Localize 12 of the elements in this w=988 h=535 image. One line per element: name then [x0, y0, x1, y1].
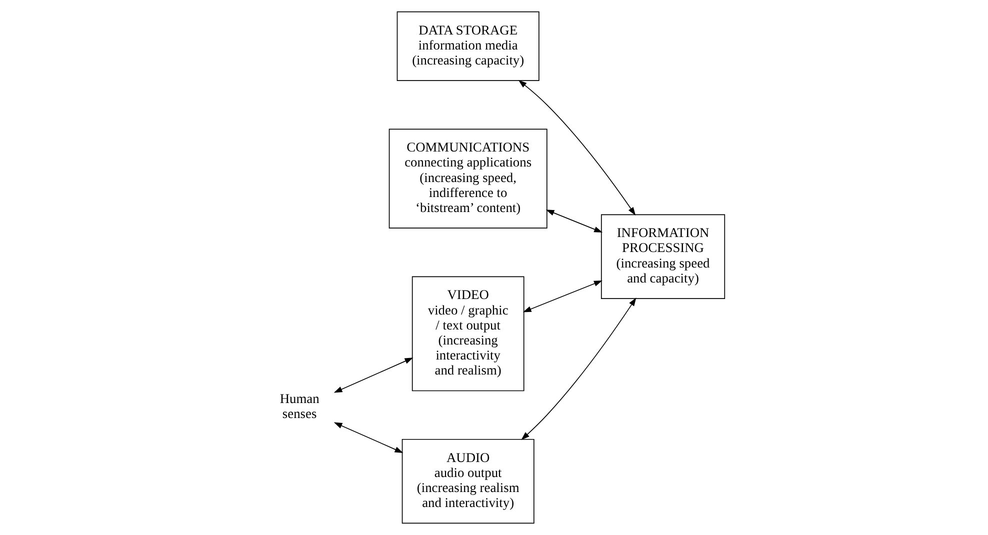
node-box: DATA STORAGE information media (increasing capacity) [396, 11, 539, 81]
arrow [333, 422, 403, 453]
node-box: VIDEO video / graphic / text output (increasing interactivity and realism) [411, 276, 524, 392]
node-box: AUDIO audio output (increasing realism and interactivity) [401, 438, 534, 524]
arrow [518, 80, 636, 216]
arrow [333, 358, 413, 393]
arrow [520, 298, 636, 440]
node-box: INFORMATION PROCESSING (increasing speed and capacity) [600, 214, 725, 299]
node-box: COMMUNICATIONS connecting applications (increasing speed, indifference to ‘bitstream’ content) [388, 128, 547, 229]
arrow [522, 280, 602, 312]
arrow [545, 210, 602, 233]
node-text: Human senses [279, 391, 319, 422]
